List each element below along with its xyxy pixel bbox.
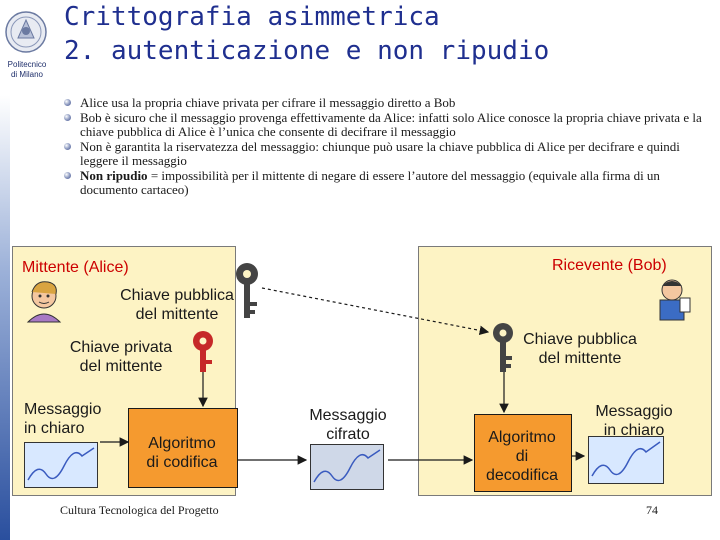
left-gradient-bar [0, 95, 10, 540]
key-icon [236, 263, 258, 318]
receiver-label: Ricevente (Bob) [552, 257, 667, 274]
footer-course: Cultura Tecnologica del Progetto [60, 503, 219, 517]
bullet-list: Alice usa la propria chiave privata per … [62, 95, 702, 198]
line-chart-icon [310, 444, 384, 490]
plain-message-left-label: Messaggio in chiaro [24, 401, 102, 437]
line-chart-icon [24, 442, 98, 488]
plain-message-right-label: Messaggio in chiaro [595, 403, 673, 439]
private-key-label: Chiave privata del mittente [69, 339, 173, 375]
cipher-message-label: Messaggio cifrato [309, 407, 387, 443]
title-line-1: Crittografia asimmetrica [64, 2, 440, 32]
bullet-bold-term: Non ripudio [80, 167, 148, 183]
university-seal-icon [5, 11, 47, 53]
bullet-dot-icon [64, 99, 71, 106]
bullet-dot-icon [64, 171, 71, 179]
sender-public-key-label: Chiave pubblica del mittente [120, 287, 234, 323]
logo-line-2: di Milano [10, 70, 43, 79]
slide-title: Crittografia asimmetrica 2. autenticazio… [64, 0, 549, 68]
bullet-dot-icon [64, 113, 71, 121]
bullet-item: Non è garantita la riservatezza del mess… [62, 139, 702, 169]
decode-algorithm-label: Algoritmo di decodifica [485, 429, 559, 484]
encode-algorithm-box [128, 408, 238, 488]
logo-caption: Politecnico di Milano [2, 60, 52, 80]
line-chart-icon [588, 436, 664, 484]
sender-label: Mittente (Alice) [22, 259, 129, 276]
bullet-item: Non ripudio = impossibilità per il mitte… [62, 167, 702, 198]
encode-algorithm-label: Algoritmo di codifica [146, 435, 218, 471]
title-line-2: 2. autenticazione e non ripudio [64, 36, 550, 66]
bullet-item: Bob è sicuro che il messaggio provenga e… [62, 110, 702, 140]
sender-cartoon-icon [26, 281, 62, 323]
key-icon [493, 323, 513, 372]
bullet-item: Alice usa la propria chiave privata per … [62, 95, 702, 111]
decode-algorithm-box [474, 414, 572, 492]
receiver-cartoon-icon [659, 279, 691, 321]
receiver-public-key-label: Chiave pubblica del mittente [523, 331, 637, 367]
bullet-dot-icon [64, 142, 71, 150]
key-icon [193, 331, 213, 372]
logo-line-1: Politecnico [7, 60, 47, 69]
page-number: 74 [646, 503, 658, 517]
